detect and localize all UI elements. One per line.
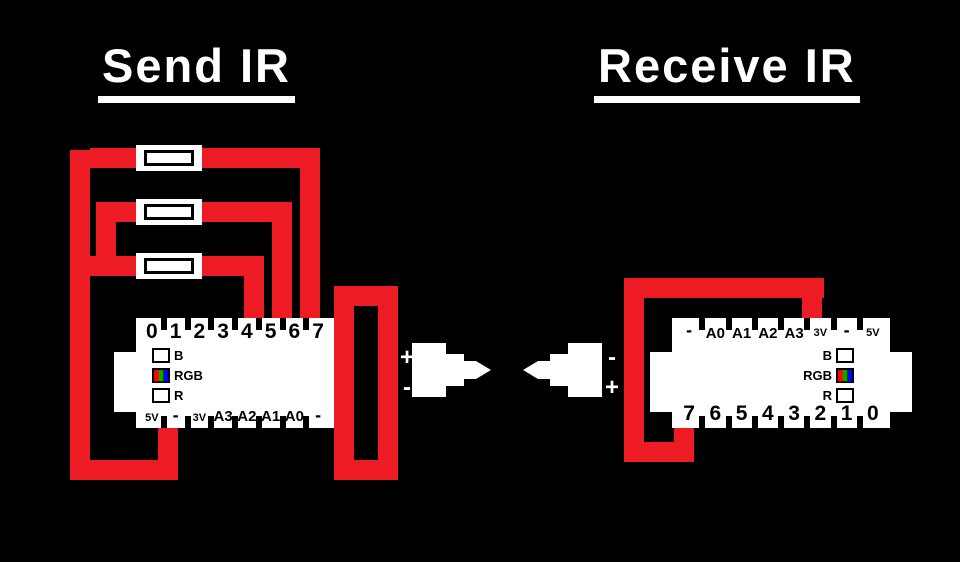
pin-label: -: [686, 320, 693, 340]
board-edge-tab: [114, 352, 136, 412]
pin-label: -: [303, 406, 330, 428]
wire-segment: [674, 428, 694, 462]
wire-segment: [300, 148, 320, 318]
pin-label: 2: [184, 318, 212, 344]
pin-label: 4: [751, 403, 781, 428]
pin-label: 5: [725, 403, 755, 428]
led-rgb-icon: [152, 368, 170, 383]
wire-segment: [624, 278, 644, 462]
indicator-label: B: [174, 348, 184, 363]
pin-label: A1: [255, 409, 283, 428]
pin-label: -: [830, 318, 860, 344]
pin-label: 1: [160, 318, 188, 344]
pin-label: 5: [255, 318, 283, 344]
plus-label: +: [604, 374, 619, 401]
audio-plug-icon: [412, 343, 491, 397]
pin-label: 3V: [804, 318, 833, 344]
board-edge-tab: [650, 352, 672, 412]
wire-segment: [202, 202, 292, 222]
indicator-label: B: [822, 348, 832, 363]
led-r-icon: [836, 388, 854, 403]
pin-label: A2: [232, 409, 259, 428]
pin-label: 0: [856, 403, 886, 428]
led-b-icon: [836, 348, 854, 363]
resistor-body: [144, 150, 194, 166]
pin-label: A3: [208, 409, 235, 428]
pin-label: 5V: [856, 318, 886, 344]
plus-label: +: [399, 344, 414, 371]
pin-label: 7: [303, 318, 330, 344]
indicator-r: R: [152, 388, 183, 403]
pin-label: 3: [777, 403, 807, 428]
pin-label: A0: [699, 318, 728, 344]
wire-segment: [90, 148, 136, 168]
pin-label: 2: [804, 403, 833, 428]
wire-segment: [244, 256, 264, 318]
pin-label: 5V: [145, 412, 159, 424]
pin-label: 3V: [184, 413, 212, 428]
resistor: [136, 199, 202, 225]
resistor: [136, 145, 202, 171]
board-edge-tab: [890, 352, 912, 412]
wire-segment: [802, 296, 822, 318]
pin-label: A3: [777, 318, 807, 344]
resistor: [136, 253, 202, 279]
pin-label: A2: [751, 318, 781, 344]
indicator-b: B: [788, 348, 854, 363]
resistor-body: [144, 204, 194, 220]
pin-label: A0: [279, 409, 307, 428]
indicator-label: R: [174, 388, 184, 403]
wire-segment: [202, 148, 320, 168]
pin-label: 3: [208, 318, 235, 344]
pin-label: 6: [699, 403, 728, 428]
wire-segment: [70, 256, 136, 276]
led-rgb-icon: [836, 368, 854, 383]
receive-title: Receive IR: [594, 42, 860, 103]
pin-label: A1: [725, 318, 755, 344]
indicator-rgb: RGB: [788, 368, 854, 383]
pin-label: 1: [830, 403, 860, 428]
indicator-r: R: [788, 388, 854, 403]
led-r-icon: [152, 388, 170, 403]
resistor-body: [144, 258, 194, 274]
pin-label: 6: [279, 318, 307, 344]
led-b-icon: [152, 348, 170, 363]
indicator-rgb: RGB: [152, 368, 203, 383]
indicator-label: RGB: [803, 368, 832, 383]
minus-label: -: [608, 344, 616, 371]
pin-label: -: [160, 406, 188, 428]
wire-segment: [70, 150, 90, 480]
pin-label: 7: [683, 402, 695, 425]
wire-segment: [624, 278, 824, 298]
pin-label: 4: [232, 318, 259, 344]
wire-segment: [158, 428, 178, 462]
indicator-label: R: [822, 388, 832, 403]
minus-label: -: [403, 374, 411, 401]
wire-segment: [272, 202, 292, 318]
indicator-b: B: [152, 348, 183, 363]
indicator-label: RGB: [174, 368, 203, 383]
ir-led-wire-loop: [334, 286, 398, 480]
send-title: Send IR: [98, 42, 295, 103]
pin-label: 0: [146, 320, 158, 343]
wire-segment: [70, 460, 178, 480]
audio-plug-icon: [523, 343, 602, 397]
